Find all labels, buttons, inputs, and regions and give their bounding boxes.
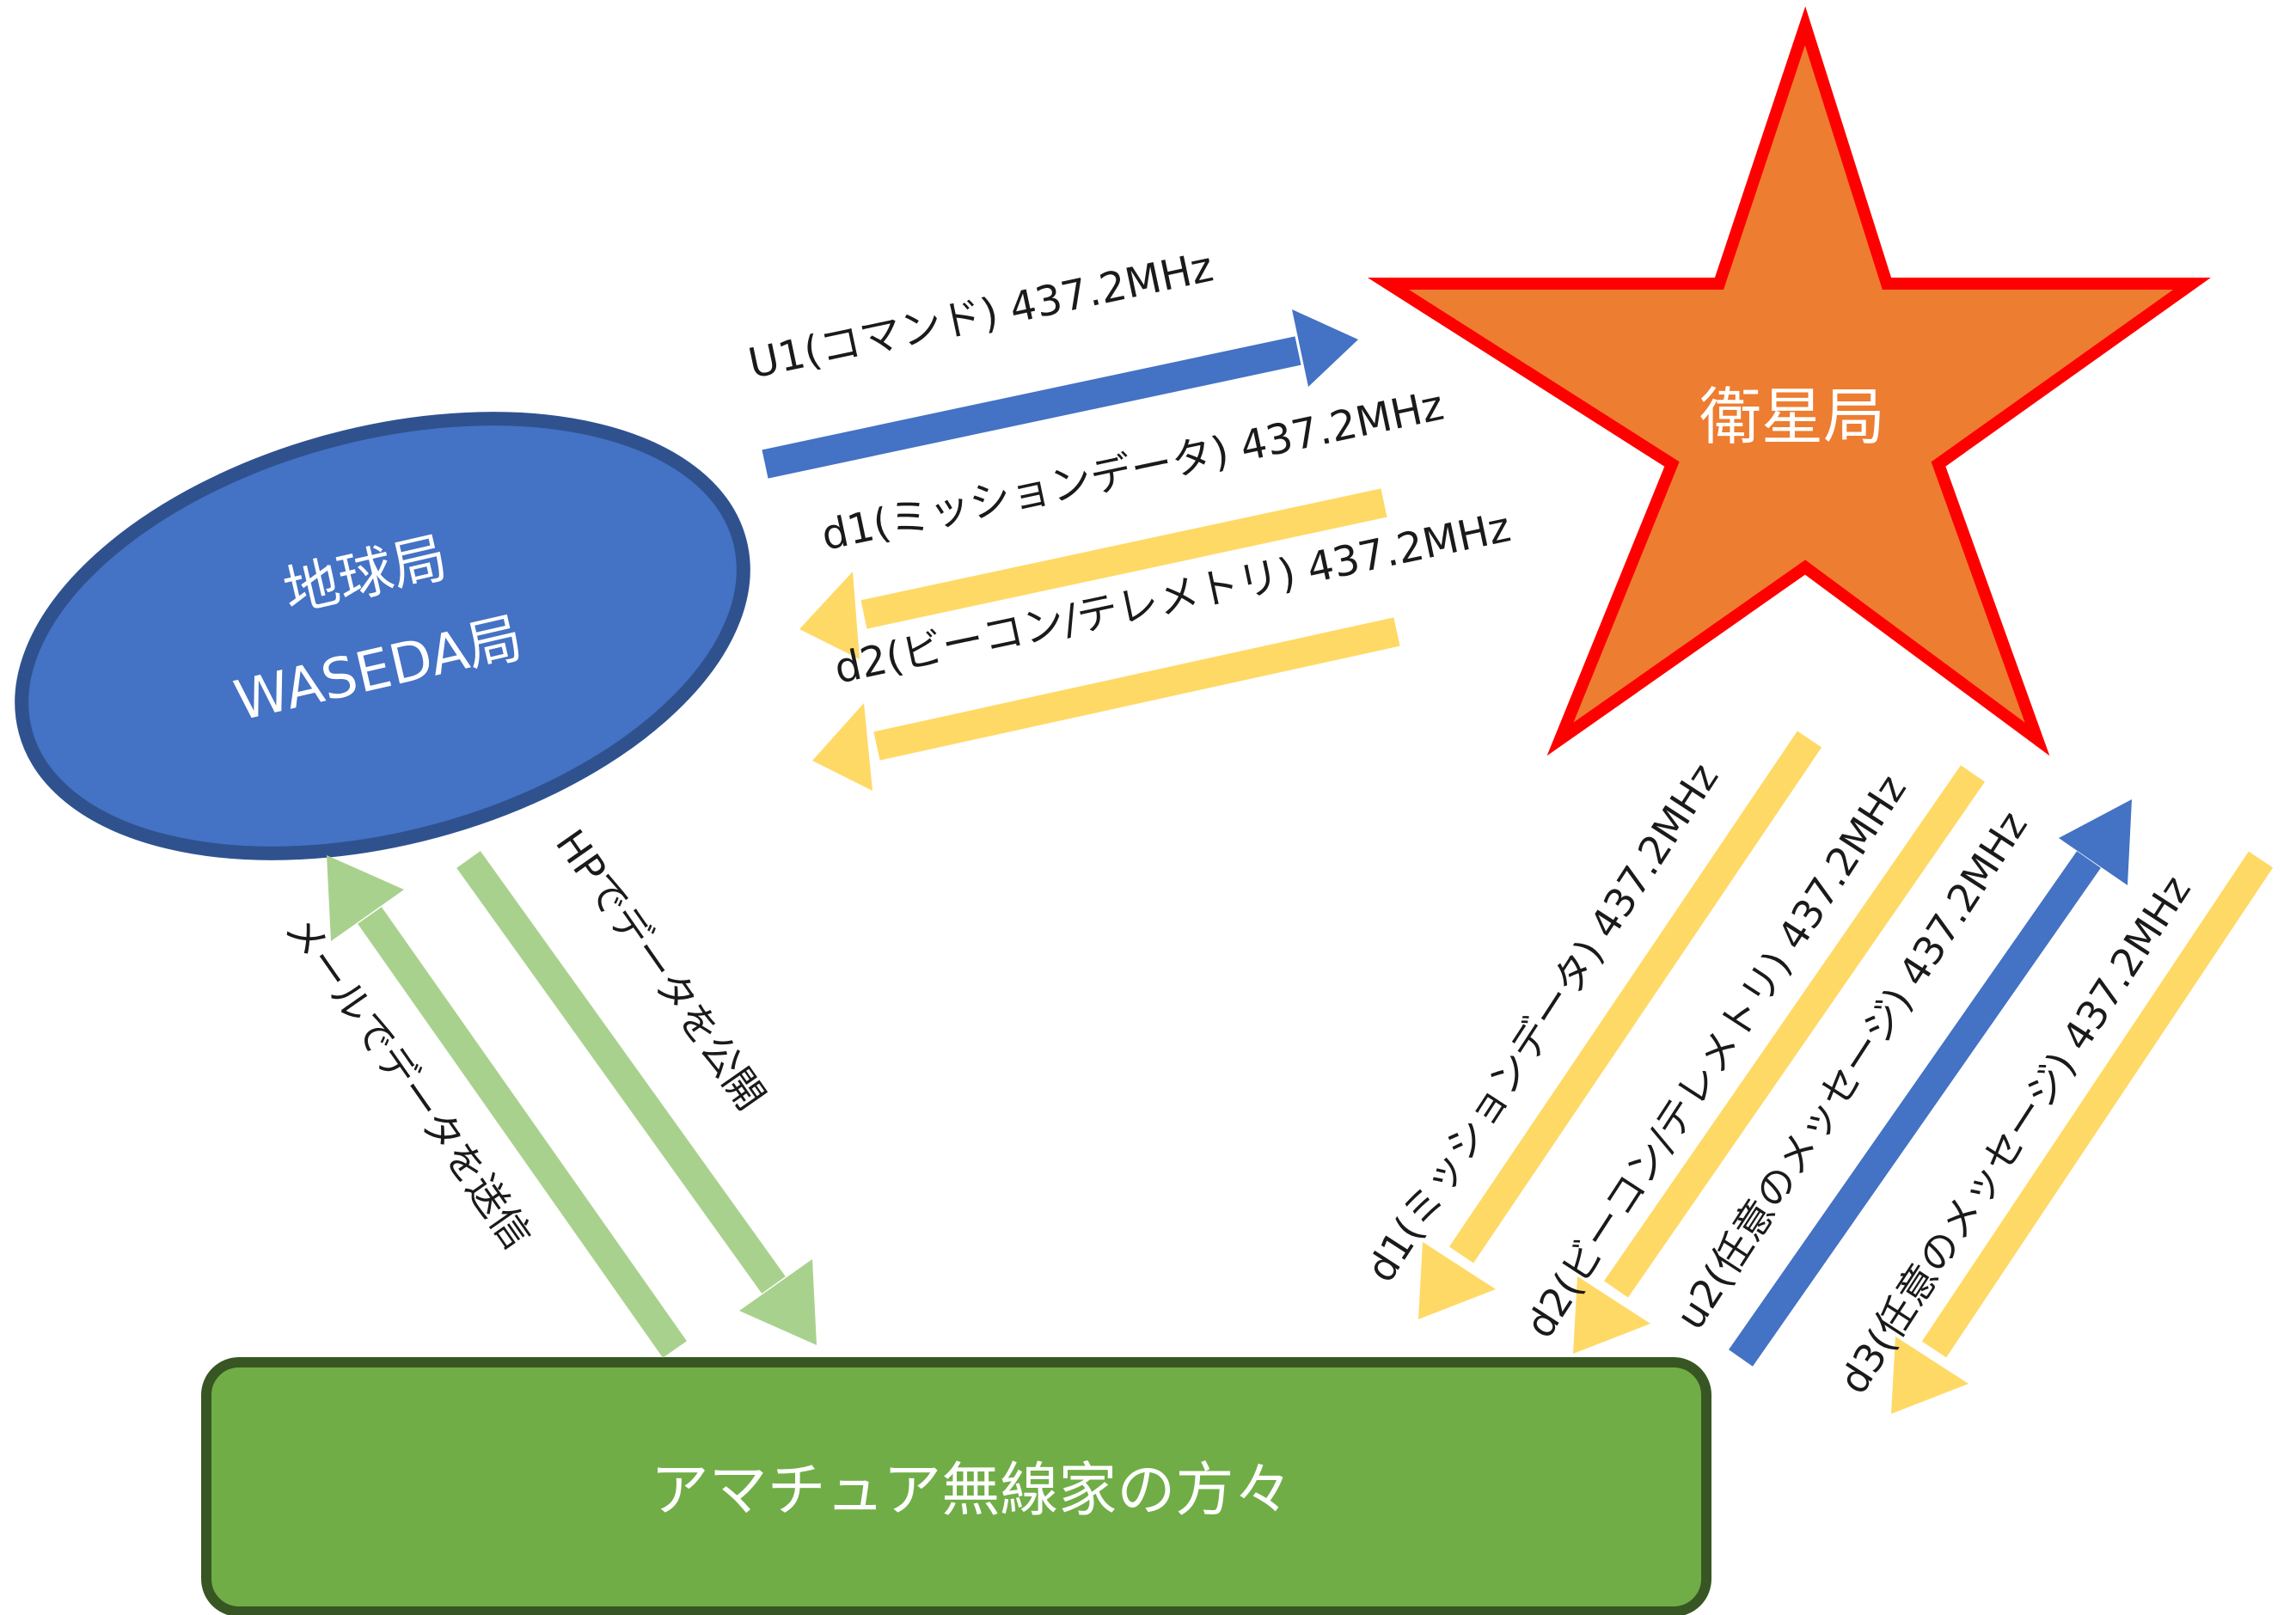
hp-label: HPでデータを公開: [547, 821, 775, 1118]
arrows: [327, 309, 2274, 1414]
d3-arrow-shaft: [1921, 851, 2274, 1358]
amateur-operators-label: アマチュア無線家の方々: [651, 1457, 1293, 1525]
d1-label: d1(ミッションデータ) 437.2MHz: [817, 382, 1448, 560]
mail-arrowhead: [327, 855, 404, 941]
d2-amateur-arrow-shaft: [1604, 765, 1985, 1298]
d2-arrow-shaft: [873, 617, 1400, 761]
amateur-operators-node: アマチュア無線家の方々: [201, 1357, 1711, 1615]
amateur-operators-box: [201, 1357, 1711, 1615]
d1-arrow-shaft: [860, 488, 1387, 629]
d2-amateur-arrowhead: [1573, 1276, 1650, 1354]
ground-station-ellipse: [15, 412, 750, 860]
u2-arrow-shaft: [1729, 851, 2101, 1367]
ground-station-node: 地球局 WASEDA局: [15, 412, 750, 860]
u1-arrowhead: [1292, 309, 1358, 387]
d1-amateur-arrowhead: [1418, 1242, 1496, 1319]
d1-amateur-arrow-shaft: [1448, 731, 1822, 1263]
d3-arrowhead: [1891, 1337, 1968, 1414]
hp-arrow-shaft: [456, 851, 786, 1294]
mail-arrow-shaft: [358, 907, 687, 1358]
hp-arrowhead: [739, 1259, 817, 1345]
satellite-star: [1367, 6, 2211, 756]
u2-arrowhead: [2059, 799, 2132, 885]
u1-arrow-shaft: [762, 336, 1301, 479]
satellite-label: 衛星局: [1699, 381, 1885, 453]
satellite-node: 衛星局: [1367, 6, 2211, 756]
d1-arrowhead: [799, 572, 860, 659]
u1-label: U1(コマンド) 437.2MHz: [744, 243, 1217, 388]
d2-arrowhead: [812, 703, 872, 791]
